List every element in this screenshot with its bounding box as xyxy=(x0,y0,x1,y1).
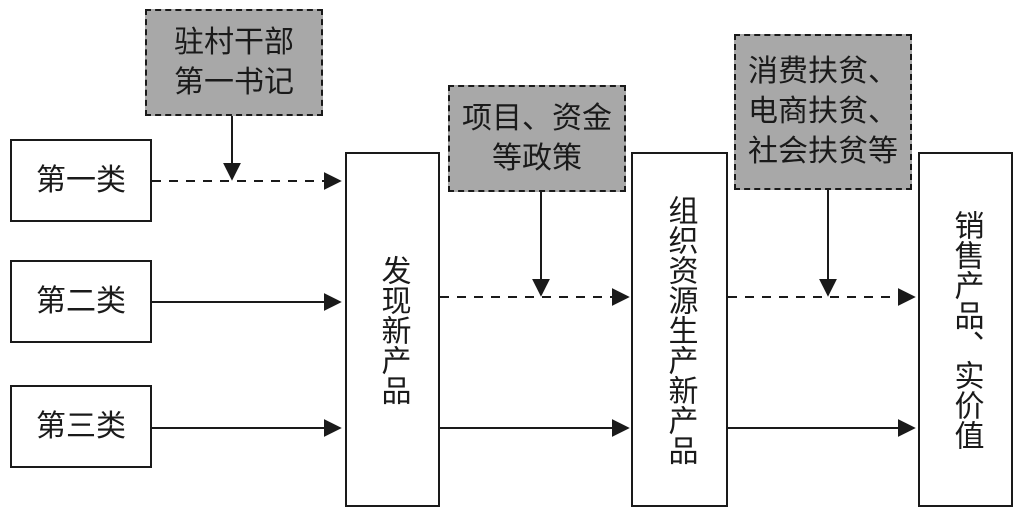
stage-label-1: 发现新产品 xyxy=(375,254,411,405)
support-2-line-2: 等政策 xyxy=(492,140,582,176)
stage-label-2: 组织资源生产新产品 xyxy=(662,194,698,465)
stage-label-3: 销售产品、实价值 xyxy=(948,209,984,450)
category-box-1: 第一类 xyxy=(10,139,152,222)
support-box-2: 项目、资金 等政策 xyxy=(448,85,626,192)
category-box-3: 第三类 xyxy=(10,385,152,468)
stage-box-1: 发现新产品 xyxy=(345,152,440,507)
support-2-line-1: 项目、资金 xyxy=(462,100,612,136)
support-box-1: 驻村干部 第一书记 xyxy=(145,9,323,116)
support-3-line-3: 社会扶贫等 xyxy=(748,134,898,169)
support-3-line-2: 电商扶贫、 xyxy=(748,94,898,129)
category-box-2: 第二类 xyxy=(10,260,152,343)
support-3-line-1: 消费扶贫、 xyxy=(748,54,898,89)
support-1-line-2: 第一书记 xyxy=(174,64,294,100)
support-1-line-1: 驻村干部 xyxy=(174,24,294,60)
support-box-3: 消费扶贫、 电商扶贫、 社会扶贫等 xyxy=(734,34,912,190)
stage-box-2: 组织资源生产新产品 xyxy=(631,152,728,507)
category-label-3: 第三类 xyxy=(36,408,126,444)
stage-box-3: 销售产品、实价值 xyxy=(918,152,1013,507)
category-label-1: 第一类 xyxy=(36,162,126,198)
category-label-2: 第二类 xyxy=(36,283,126,319)
